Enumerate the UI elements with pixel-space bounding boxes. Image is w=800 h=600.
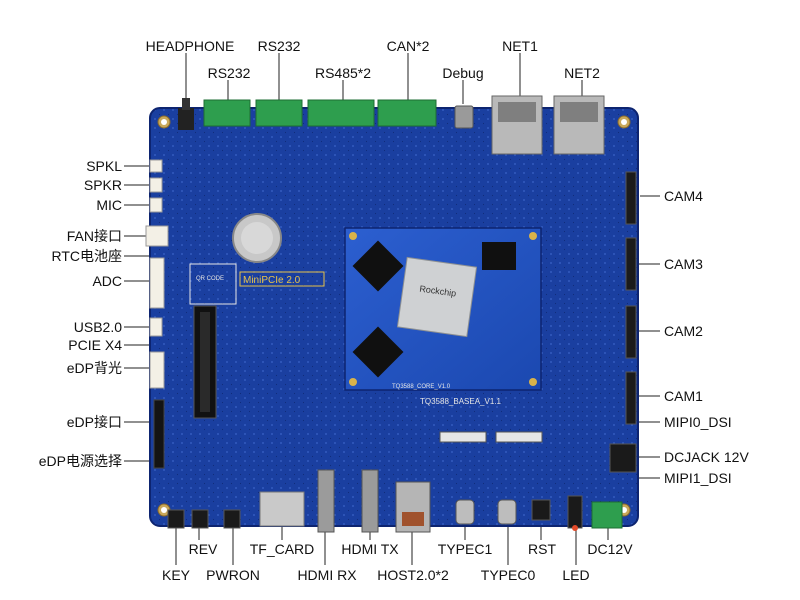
label-usb2: USB2.0 (73, 319, 122, 335)
minipcie-silkscreen: MiniPCIe 2.0 (243, 275, 301, 286)
label-pcie: PCIE X4 (68, 337, 122, 353)
label-cam2: CAM2 (664, 323, 703, 339)
label-rst: RST (528, 541, 556, 557)
pcie-x4-slot (193, 305, 217, 419)
mipi-connectors (439, 431, 543, 443)
left-headers (145, 159, 169, 389)
label-can: CAN*2 (386, 38, 430, 54)
hdmi-connectors (317, 469, 379, 533)
label-dcjack: DCJACK 12V (664, 449, 749, 465)
core-silkscreen: TQ3588_CORE_V1.0 (392, 384, 451, 390)
camera-connectors (625, 171, 637, 425)
minipcie-slot: MiniPCIe 2.0 (239, 271, 325, 287)
label-host: HOST2.0*2 (377, 567, 449, 583)
base-silkscreen: TQ3588_BASEA_V1.1 (420, 397, 501, 406)
label-cam4: CAM4 (664, 188, 703, 204)
label-edp-port: eDP接口 (66, 414, 122, 430)
core-module: Rockchip TQ3588_CORE_V1.0 (344, 227, 542, 391)
label-rs485: RS485*2 (314, 65, 372, 81)
dc12v-terminal (591, 501, 623, 529)
label-cam3: CAM3 (664, 256, 703, 272)
label-mipi0: MIPI0_DSI (664, 414, 732, 430)
rst-button (531, 499, 551, 521)
emmc-chip (482, 242, 516, 270)
soc-chip (396, 256, 478, 338)
terminal-blocks (203, 99, 437, 127)
edp-connector (153, 399, 165, 469)
label-adc: ADC (92, 273, 122, 289)
label-edp-power: eDP电源选择 (38, 453, 122, 469)
label-fan: FAN接口 (66, 228, 122, 244)
qr-code-text: QR CODE (196, 276, 224, 282)
label-cam1: CAM1 (664, 388, 703, 404)
label-spkr: SPKR (83, 177, 122, 193)
bottom-buttons (167, 509, 241, 529)
label-typec1: TYPEC1 (437, 541, 493, 557)
label-mipi1: MIPI1_DSI (664, 470, 732, 486)
label-key: KEY (161, 567, 191, 583)
label-edp-backlight: eDP背光 (66, 360, 122, 376)
label-rtc: RTC电池座 (51, 248, 122, 264)
label-pwron: PWRON (206, 567, 260, 583)
label-spkl: SPKL (86, 158, 122, 174)
label-hdmi-rx: HDMI RX (297, 567, 357, 583)
label-led: LED (562, 567, 590, 583)
label-typec0: TYPEC0 (480, 567, 536, 583)
dc-jack (609, 443, 637, 473)
label-rs232-lower: RS232 (207, 65, 251, 81)
label-rs232-upper: RS232 (257, 38, 301, 54)
qr-code-area: QR CODE (189, 263, 237, 305)
label-net2: NET2 (564, 65, 600, 81)
label-rev: REV (188, 541, 218, 557)
label-headphone: HEADPHONE (145, 38, 235, 54)
headphone-jack (178, 98, 194, 130)
led-indicator (567, 495, 583, 531)
debug-usb-port (454, 105, 474, 129)
label-debug: Debug (442, 65, 484, 81)
label-net1: NET1 (502, 38, 538, 54)
rtc-battery (232, 213, 282, 263)
label-hdmi-tx: HDMI TX (341, 541, 399, 557)
tf-card-slot (259, 491, 305, 527)
label-dc12v: DC12V (587, 541, 633, 557)
label-mic: MIC (96, 197, 122, 213)
label-tf-card: TF_CARD (249, 541, 315, 557)
ethernet-ports (491, 95, 605, 155)
typec-ports (455, 499, 517, 525)
usb-host-stack (395, 481, 431, 533)
